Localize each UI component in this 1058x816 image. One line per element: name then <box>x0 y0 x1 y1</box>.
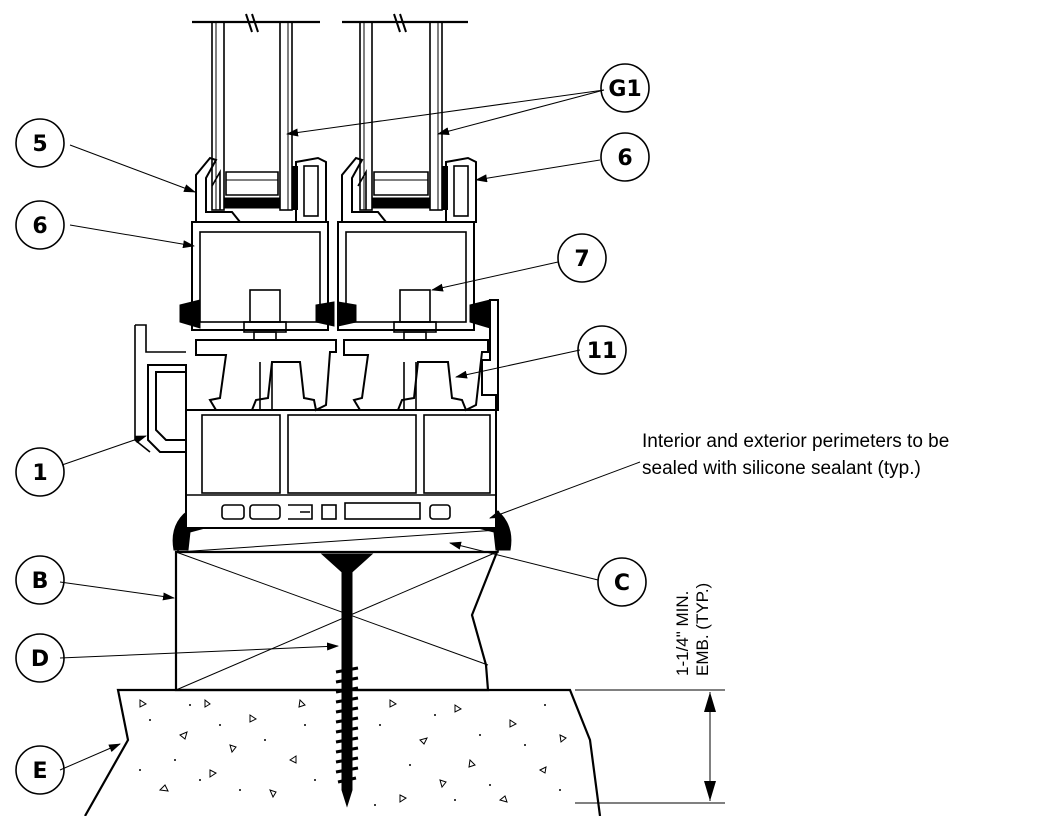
callout-1-label: 1 <box>32 461 47 486</box>
callout-g1: G1 <box>600 63 650 113</box>
callout-5: 5 <box>15 118 65 168</box>
glass-unit-right <box>342 13 468 211</box>
sealant-note-line-2: sealed with silicone sealant (typ.) <box>642 458 921 479</box>
callout-5-label: 5 <box>32 132 47 157</box>
shim <box>177 527 499 553</box>
glazing-bead-right <box>445 156 477 223</box>
callout-c: C <box>597 557 647 607</box>
callout-6-left-label: 6 <box>32 214 47 239</box>
callout-6-right: 6 <box>600 132 650 182</box>
callout-11: 11 <box>577 325 627 375</box>
dimension-line-1: 1-1/4" MIN. <box>673 591 692 676</box>
callout-c-label: C <box>614 571 630 596</box>
glass-unit-left <box>192 13 320 211</box>
callout-b: B <box>15 555 65 605</box>
glazing-bead-left <box>195 156 243 223</box>
glazing-adapter-right <box>343 339 489 412</box>
callout-6-left: 6 <box>15 200 65 250</box>
callout-d: D <box>15 633 65 683</box>
callout-6-right-label: 6 <box>617 146 632 171</box>
dimension-line-2: EMB. (TYP.) <box>693 583 712 676</box>
sash-right <box>337 221 491 341</box>
callout-11-label: 11 <box>587 339 618 364</box>
callout-e-label: E <box>32 759 47 784</box>
callout-d-label: D <box>31 647 49 672</box>
callout-1: 1 <box>15 447 65 497</box>
glazing-adapter-left <box>195 339 337 412</box>
callout-e: E <box>15 745 65 795</box>
callout-7: 7 <box>557 233 607 283</box>
glazing-bead-right-of-left-unit <box>295 156 327 223</box>
concrete-aggregate <box>139 698 567 803</box>
wood-buck <box>174 550 499 692</box>
concrete-dots <box>139 704 561 806</box>
callout-b-label: B <box>32 569 49 594</box>
sealant-note: Interior and exterior perimeters to be s… <box>642 431 949 479</box>
leader-lines <box>59 89 641 771</box>
main-frame-profile <box>134 299 499 529</box>
callout-7-label: 7 <box>574 247 589 272</box>
embedment-dimension: 1-1/4" MIN. EMB. (TYP.) <box>575 583 725 804</box>
callout-g1-label: G1 <box>608 77 641 102</box>
sealant-note-line-1: Interior and exterior perimeters to be <box>642 431 949 452</box>
sash-left <box>179 221 335 341</box>
fastener-screw <box>320 553 374 808</box>
